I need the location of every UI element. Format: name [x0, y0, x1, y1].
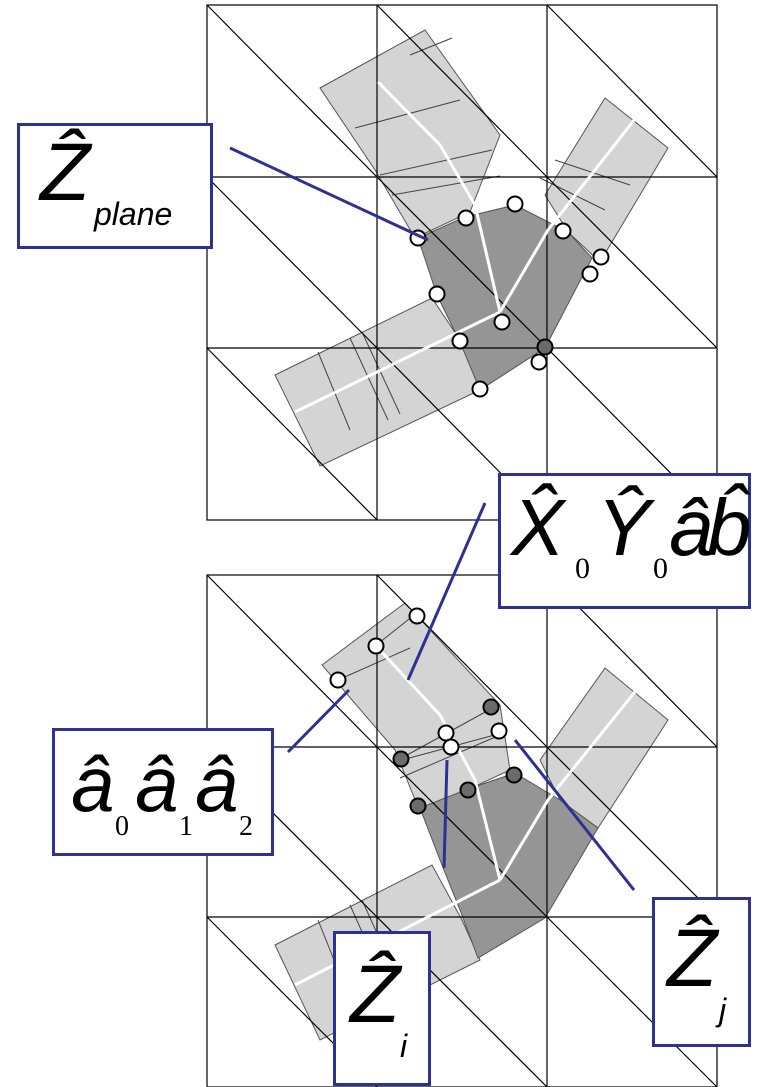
bottom-upper-arm [321, 602, 511, 813]
label-x0y0ab: X̂ 0 Ŷ 0 â b̂ [498, 473, 752, 609]
vertex-marker [442, 738, 460, 756]
a1-symbol: â [135, 740, 179, 828]
leader-z-i [442, 759, 449, 869]
vertex-marker [329, 671, 347, 689]
vertex-marker [408, 607, 426, 625]
vertex-marker-filled [392, 750, 410, 768]
b-hat-symbol: b̂ [707, 483, 752, 572]
vertex-marker-filled [536, 338, 554, 356]
vertex-marker [367, 637, 385, 655]
z-plane-symbol: Ẑ [40, 127, 91, 218]
top-upper-left-arm [319, 29, 501, 239]
vertex-marker [554, 222, 572, 240]
vertex-marker [493, 313, 511, 331]
leader-z-j [513, 739, 636, 891]
x-subscript: 0 [575, 552, 590, 585]
top-grid [206, 4, 718, 521]
vertex-marker [506, 195, 524, 213]
vertex-marker-filled [482, 698, 500, 716]
a1-subscript: 1 [179, 811, 193, 842]
a0-subscript: 0 [115, 811, 129, 842]
leader-z-plane [229, 146, 429, 242]
vertex-marker-filled [409, 797, 427, 815]
vertex-marker [457, 209, 475, 227]
vertex-marker [490, 722, 508, 740]
a2-subscript: 2 [239, 811, 253, 842]
a2-symbol: â [195, 740, 239, 828]
vertex-marker [471, 380, 489, 398]
vertex-marker [581, 265, 599, 283]
leader-a012 [286, 688, 351, 754]
vertex-marker-filled [459, 781, 477, 799]
label-z-i: Ẑ i [333, 931, 431, 1086]
vertex-marker-filled [505, 766, 523, 784]
z-i-symbol: Ẑ [350, 949, 401, 1040]
bottom-panel [206, 574, 718, 1087]
a-hat-symbol: â [669, 483, 714, 572]
z-j-symbol: Ẑ [667, 913, 718, 1004]
label-a012: â 0 â 1 â 2 [52, 728, 274, 856]
x-hat-symbol: X̂ [511, 483, 565, 572]
vertex-marker [592, 248, 610, 266]
z-plane-subscript: plane [94, 196, 173, 232]
vertex-marker [530, 353, 548, 371]
top-panel [206, 4, 718, 521]
leader-x0y0ab [406, 502, 487, 681]
y-subscript: 0 [653, 552, 668, 585]
top-skeleton [376, 80, 502, 313]
z-i-subscript: i [400, 1028, 408, 1064]
label-z-j: Ẑ j [652, 897, 751, 1047]
label-z-plane: Ẑ plane [17, 123, 213, 249]
vertex-marker [428, 285, 446, 303]
y-hat-symbol: Ŷ [597, 483, 651, 572]
z-j-subscript: j [719, 992, 727, 1028]
a0-symbol: â [71, 740, 115, 828]
vertex-marker [451, 332, 469, 350]
leader-lines [229, 146, 636, 891]
vertex-marker [437, 724, 455, 742]
